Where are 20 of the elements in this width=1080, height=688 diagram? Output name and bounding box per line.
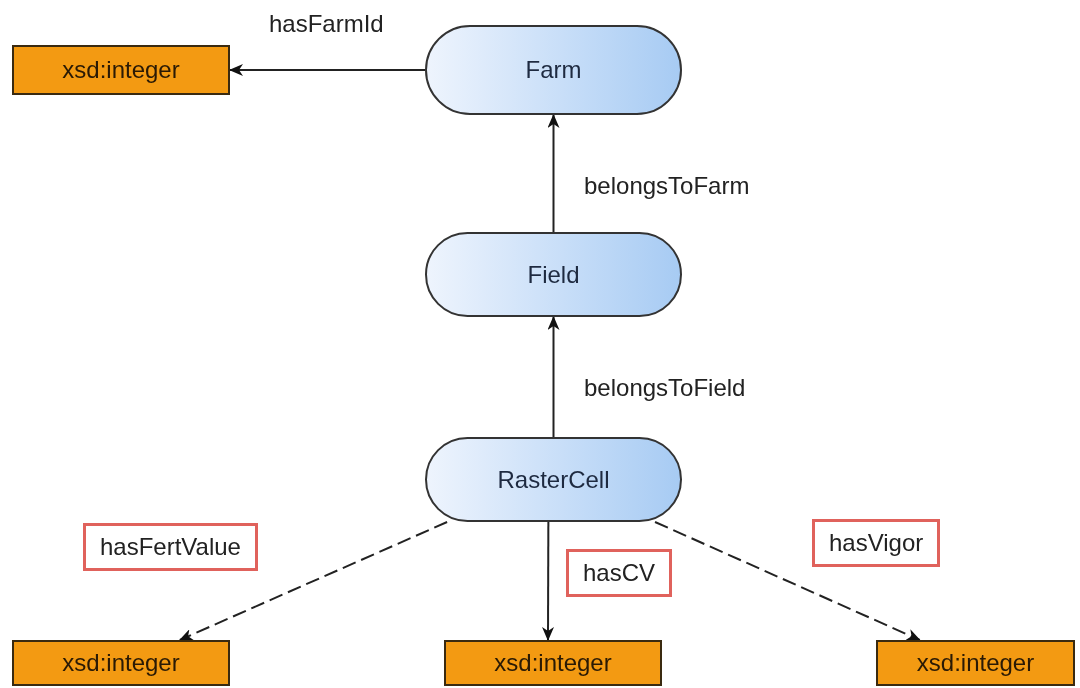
datatype-box [12, 45, 230, 95]
node-label: Farm [525, 55, 582, 85]
edge-label: hasCV [566, 549, 673, 597]
node-label: RasterCell [497, 464, 610, 495]
edge-label: hasFertValue [83, 523, 258, 571]
arrow [178, 521, 449, 641]
datatype-box [876, 640, 1075, 686]
node-label: xsd:integer [62, 648, 180, 678]
node-label: xsd:integer [62, 55, 180, 85]
datatype-box [12, 640, 230, 686]
node-label: Field [527, 259, 580, 290]
arrow [229, 64, 426, 76]
arrow [547, 114, 560, 233]
edge-label: hasVigor [812, 519, 941, 567]
datatype-box [444, 640, 662, 686]
arrow [654, 521, 921, 641]
arrow [542, 521, 555, 641]
node-label: xsd:integer [916, 648, 1035, 678]
arrow [547, 316, 560, 438]
node-label: xsd:integer [494, 648, 612, 678]
